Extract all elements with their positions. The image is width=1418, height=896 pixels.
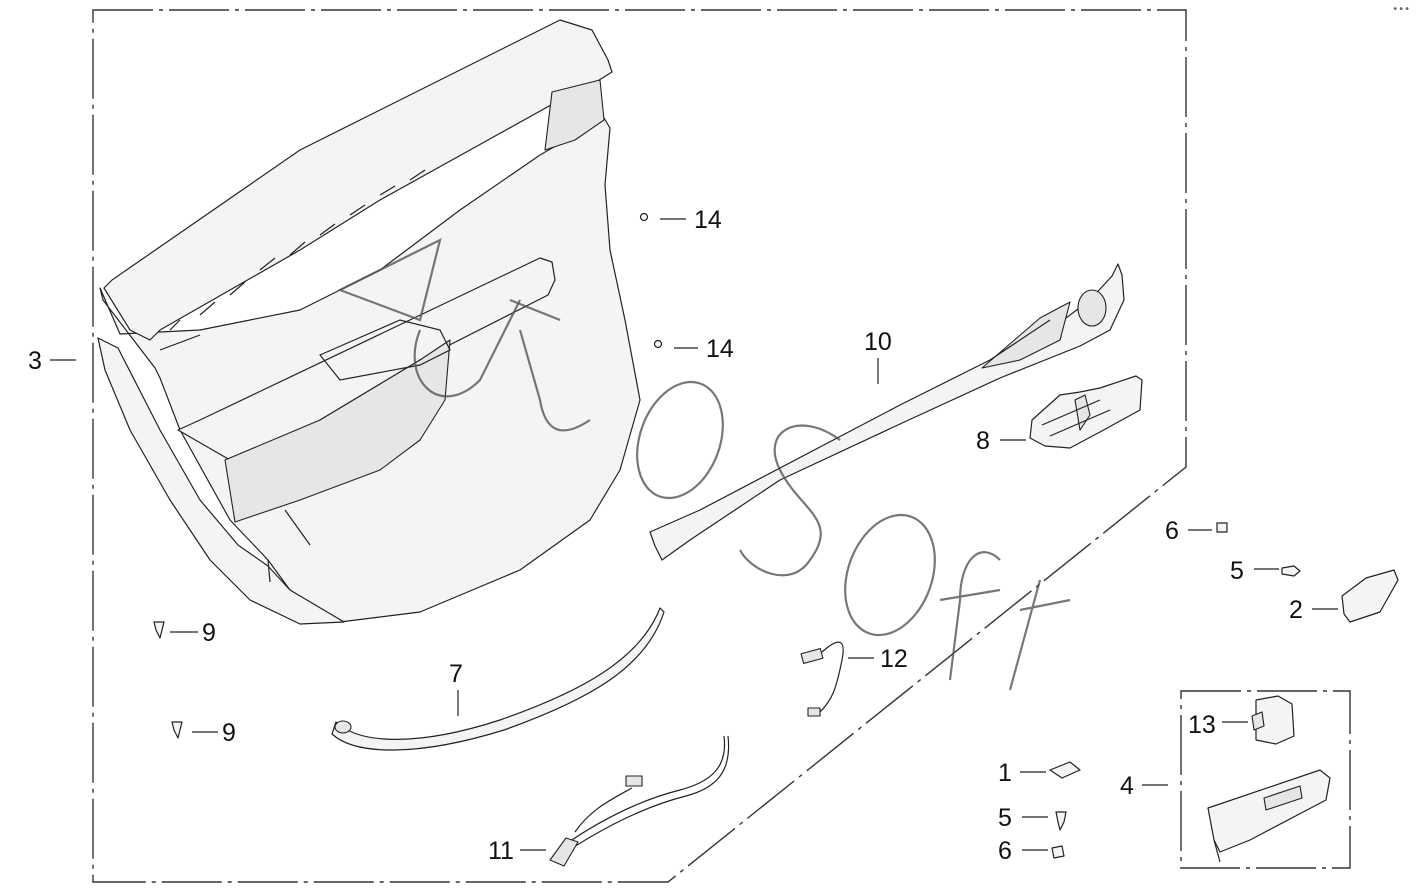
autosoft-watermark bbox=[337, 237, 1071, 691]
callout-7: 7 bbox=[449, 660, 463, 688]
callout-3: 3 bbox=[28, 347, 42, 375]
screw-5-upper[interactable] bbox=[1254, 565, 1301, 577]
callout-13: 13 bbox=[1188, 711, 1216, 739]
callout-5-upper: 5 bbox=[1230, 557, 1244, 585]
more-options-icon[interactable]: ••• bbox=[1392, 4, 1410, 15]
callout-14-upper: 14 bbox=[694, 206, 722, 234]
nut-6-upper[interactable] bbox=[1188, 522, 1228, 533]
callout-5-lower: 5 bbox=[998, 804, 1012, 832]
window-switch-13[interactable] bbox=[1222, 695, 1295, 745]
callout-9-lower: 9 bbox=[222, 719, 236, 747]
callout-14-lower: 14 bbox=[706, 335, 734, 363]
switch-group-frame bbox=[1180, 690, 1351, 869]
callout-6-lower: 6 bbox=[998, 837, 1012, 865]
screw-9-lower[interactable] bbox=[171, 721, 218, 739]
callout-12: 12 bbox=[880, 645, 908, 673]
end-cap[interactable] bbox=[1312, 569, 1399, 623]
callout-9-upper: 9 bbox=[202, 619, 216, 647]
screw-9-upper[interactable] bbox=[153, 621, 198, 639]
seal-tube[interactable] bbox=[331, 607, 665, 751]
garnish-strip[interactable] bbox=[649, 263, 1125, 561]
assembly-frame bbox=[92, 9, 1187, 883]
nut-6-lower[interactable] bbox=[1022, 845, 1065, 859]
clip-cover-1[interactable] bbox=[1020, 761, 1081, 779]
wire-12[interactable] bbox=[800, 641, 874, 717]
callout-2: 2 bbox=[1289, 596, 1303, 624]
switch-panel-4[interactable] bbox=[1207, 769, 1331, 863]
callout-11: 11 bbox=[488, 837, 514, 865]
callout-8: 8 bbox=[976, 427, 990, 455]
callout-1: 1 bbox=[998, 759, 1012, 787]
callout-4: 4 bbox=[1120, 772, 1134, 800]
clip-14-upper[interactable] bbox=[639, 212, 687, 222]
callout-10: 10 bbox=[864, 328, 892, 356]
door-trim-panel[interactable] bbox=[97, 19, 641, 625]
inner-door-handle[interactable] bbox=[1029, 375, 1143, 449]
clip-14-lower[interactable] bbox=[653, 339, 699, 349]
harness-11[interactable] bbox=[549, 735, 730, 867]
screw-5-lower[interactable] bbox=[1022, 811, 1067, 831]
callout-6-upper: 6 bbox=[1165, 517, 1179, 545]
